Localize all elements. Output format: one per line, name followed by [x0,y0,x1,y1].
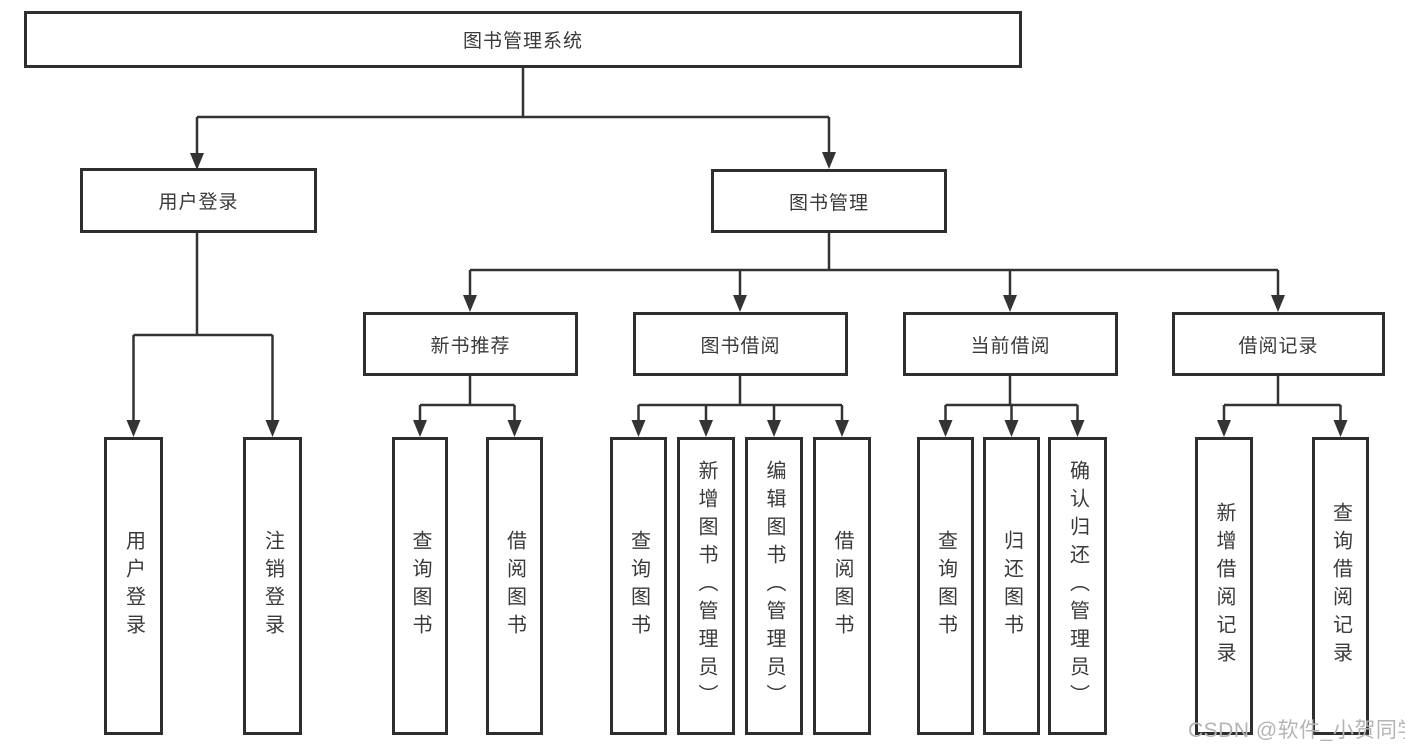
leaf-label: 查询图书 [627,530,650,642]
arrowhead [631,420,646,437]
arrowhead [413,420,427,437]
leaf-label: 归还图书 [1000,530,1023,642]
leaf-label: 注销登录 [261,530,284,642]
connector-current-borrow-branch [944,375,1079,422]
node-borrow-records: 借阅记录 [1172,312,1385,376]
node-leaf-logout: 注销登录 [243,437,302,735]
arrowhead [463,295,477,312]
leaf-label: 查询借阅记录 [1329,502,1352,670]
node-leaf-query-books-current: 查询图书 [917,437,974,735]
node-leaf-query-books-borrow: 查询图书 [610,437,667,735]
connector-user-login-branch [132,233,274,422]
node-book-management: 图书管理 [711,169,947,233]
node-leaf-add-borrow-record: 新增借阅记录 [1195,437,1253,735]
arrowhead [822,152,836,169]
node-leaf-add-books-admin: 新增图书（管理员） [677,437,735,735]
leaf-label: 查询图书 [934,530,957,642]
node-current-borrow: 当前借阅 [903,312,1118,376]
node-leaf-query-borrow-record: 查询借阅记录 [1312,437,1369,735]
leaf-label: 新增借阅记录 [1213,502,1235,670]
leaf-label: 借阅图书 [503,530,526,642]
arrowhead [265,420,280,437]
arrowhead [1003,295,1017,312]
arrowhead [507,420,522,437]
arrowhead [733,295,747,312]
arrowhead [835,420,849,437]
leaf-label: 借阅图书 [831,530,853,642]
arrowhead [1333,420,1348,437]
connector-borrow-records-branch [1222,375,1342,422]
arrowhead [699,420,713,437]
arrowhead [938,420,953,437]
leaf-label: 用户登录 [122,530,145,642]
node-leaf-borrow-books: 借阅图书 [813,437,871,735]
node-user-login: 用户登录 [80,168,317,233]
node-leaf-confirm-return-admin: 确认归还（管理员） [1048,437,1107,735]
node-book-borrow: 图书借阅 [633,312,848,376]
connector-root-branch [195,68,831,155]
node-leaf-query-books-recommend: 查询图书 [392,437,448,735]
arrowhead [1070,420,1085,437]
arrowhead [126,420,141,437]
node-library-system: 图书管理系统 [24,11,1022,68]
connector-new-book-branch [418,375,516,422]
node-leaf-borrow-books-recommend: 借阅图书 [486,437,543,735]
node-leaf-user-login: 用户登录 [104,437,163,735]
arrowhead [1004,420,1019,437]
leaf-label: 查询图书 [409,530,431,642]
node-leaf-edit-books-admin: 编辑图书（管理员） [745,437,803,735]
leaf-label: 确认归还（管理员） [1066,460,1089,712]
leaf-label: 编辑图书（管理员） [763,460,785,712]
csdn-watermark: CSDN @软件_小贺同学 [1188,719,1405,742]
node-leaf-return-books: 归还图书 [983,437,1040,735]
arrowhead [767,420,781,437]
leaf-label: 新增图书（管理员） [695,460,717,712]
connector-book-mgmt-branch [468,233,1280,297]
connector-book-borrow-branch [637,375,844,422]
node-new-book-recommend: 新书推荐 [363,312,578,376]
arrowhead [1271,295,1285,312]
arrowhead [1217,420,1231,437]
